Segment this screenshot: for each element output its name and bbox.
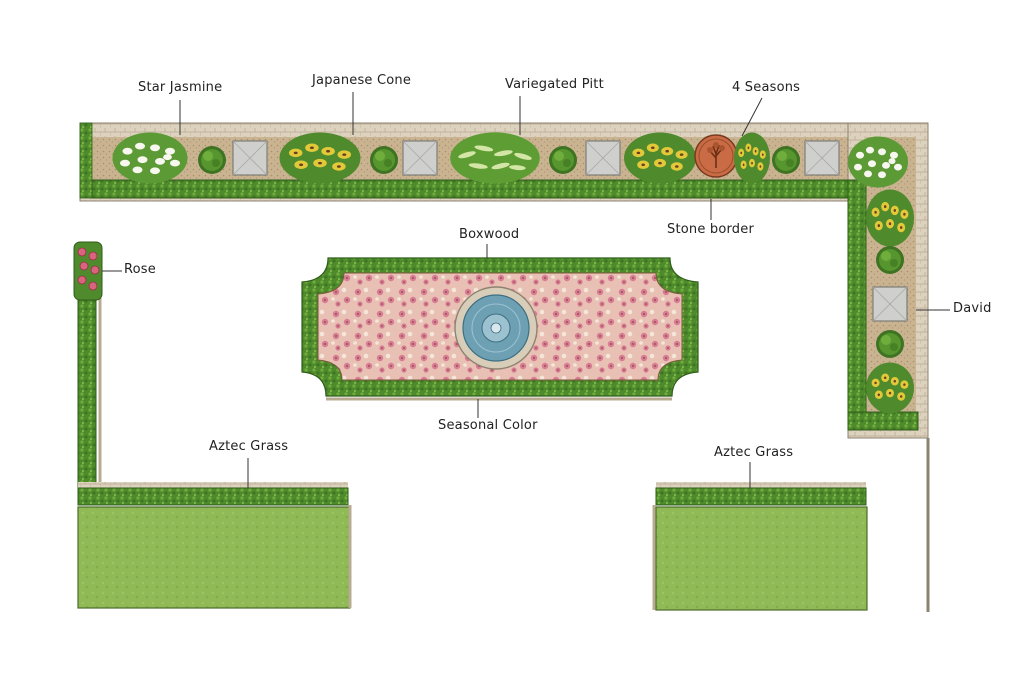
label-variegated-pitt: Variegated Pitt	[505, 77, 604, 92]
tree-medallion-icon	[694, 134, 738, 178]
label-japanese-cone: Japanese Cone	[312, 73, 412, 88]
label-aztec-grass-right: Aztec Grass	[714, 445, 794, 460]
boxwood-ball-icon	[772, 146, 800, 174]
right-bed-plants	[866, 189, 914, 414]
fountain-icon	[454, 286, 538, 370]
label-four-seasons: 4 Seasons	[732, 80, 801, 95]
label-rose: Rose	[124, 262, 156, 277]
rose-plant	[73, 241, 103, 301]
label-star-jasmine: Star Jasmine	[138, 80, 223, 95]
boxwood-ball-icon	[198, 146, 226, 174]
boxwood-ball-icon	[876, 246, 904, 274]
stone-paver-icon	[402, 140, 438, 176]
label-aztec-grass-left: Aztec Grass	[209, 439, 289, 454]
stone-paver-icon	[872, 286, 908, 322]
japanese-cone-plant	[279, 132, 361, 184]
top-bed-plants	[112, 132, 908, 188]
left-hedge	[73, 241, 103, 504]
label-stone-border: Stone border	[667, 222, 754, 237]
four-seasons-plant	[734, 132, 770, 184]
label-boxwood: Boxwood	[459, 227, 520, 242]
bottom-left-lawn	[77, 482, 352, 609]
boxwood-ball-icon	[549, 146, 577, 174]
central-bed	[301, 257, 699, 401]
bottom-right-lawn	[652, 482, 868, 611]
david-plant	[866, 362, 914, 414]
boxwood-ball-icon	[876, 330, 904, 358]
variegated-pitt-plant	[450, 132, 540, 184]
label-david: David	[953, 301, 992, 316]
label-seasonal-color: Seasonal Color	[438, 418, 538, 433]
star-jasmine-plant	[848, 136, 908, 188]
stone-paver-icon	[232, 140, 268, 176]
star-jasmine-plant	[112, 132, 188, 184]
stone-paver-icon	[585, 140, 621, 176]
four-seasons-plant	[624, 132, 696, 184]
boxwood-ball-icon	[370, 146, 398, 174]
leader-lines	[102, 92, 950, 488]
stone-paver-icon	[804, 140, 840, 176]
david-plant	[866, 189, 914, 247]
